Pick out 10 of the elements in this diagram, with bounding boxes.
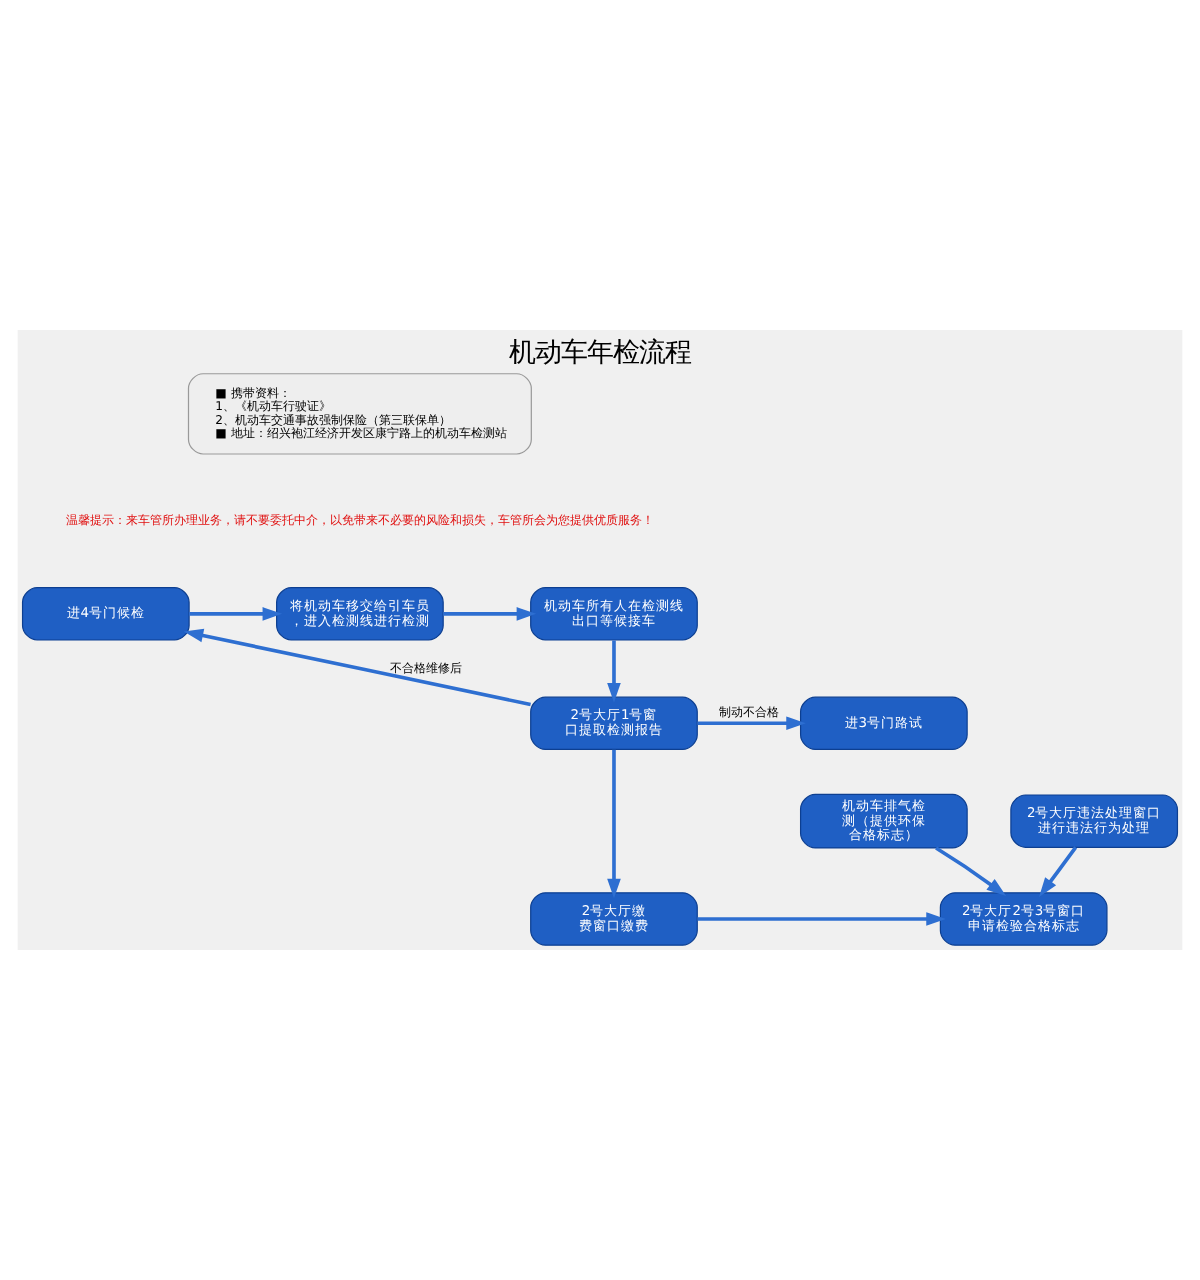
arrow <box>183 628 531 707</box>
arrow <box>607 640 621 703</box>
diagram-title: 机动车年检流程 <box>509 339 691 370</box>
arrow <box>607 749 621 899</box>
arrow <box>697 716 806 731</box>
arrow <box>935 846 1007 897</box>
arrow <box>443 607 537 621</box>
arrow <box>189 607 283 621</box>
arrow <box>697 912 946 926</box>
arrow <box>1039 846 1078 897</box>
